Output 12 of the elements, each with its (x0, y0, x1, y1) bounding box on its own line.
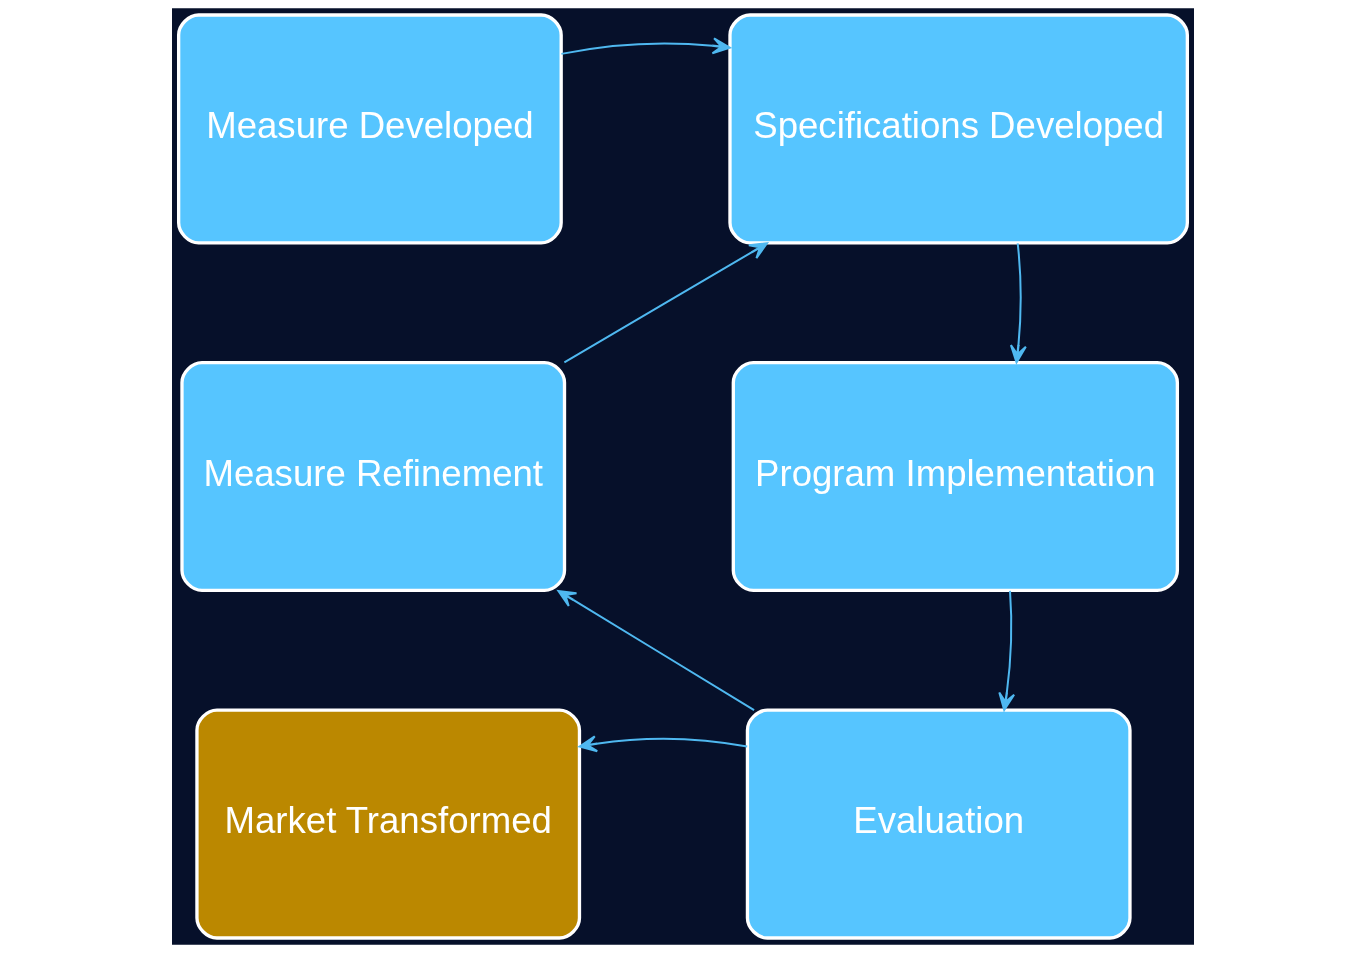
node-box: Specifications Developed (728, 13, 1189, 245)
arrow (1009, 242, 1027, 364)
node-box: Measure Refinement (180, 360, 567, 593)
node-box: Program Implementation (731, 360, 1180, 593)
node-box: Measure Developed (177, 13, 563, 245)
arrow (563, 242, 768, 364)
node-box: Market Transformed (195, 708, 582, 940)
arrow (560, 37, 731, 55)
arrow (998, 589, 1016, 712)
arrow (557, 589, 756, 712)
arrow (578, 735, 749, 753)
node-box: Evaluation (745, 708, 1132, 940)
